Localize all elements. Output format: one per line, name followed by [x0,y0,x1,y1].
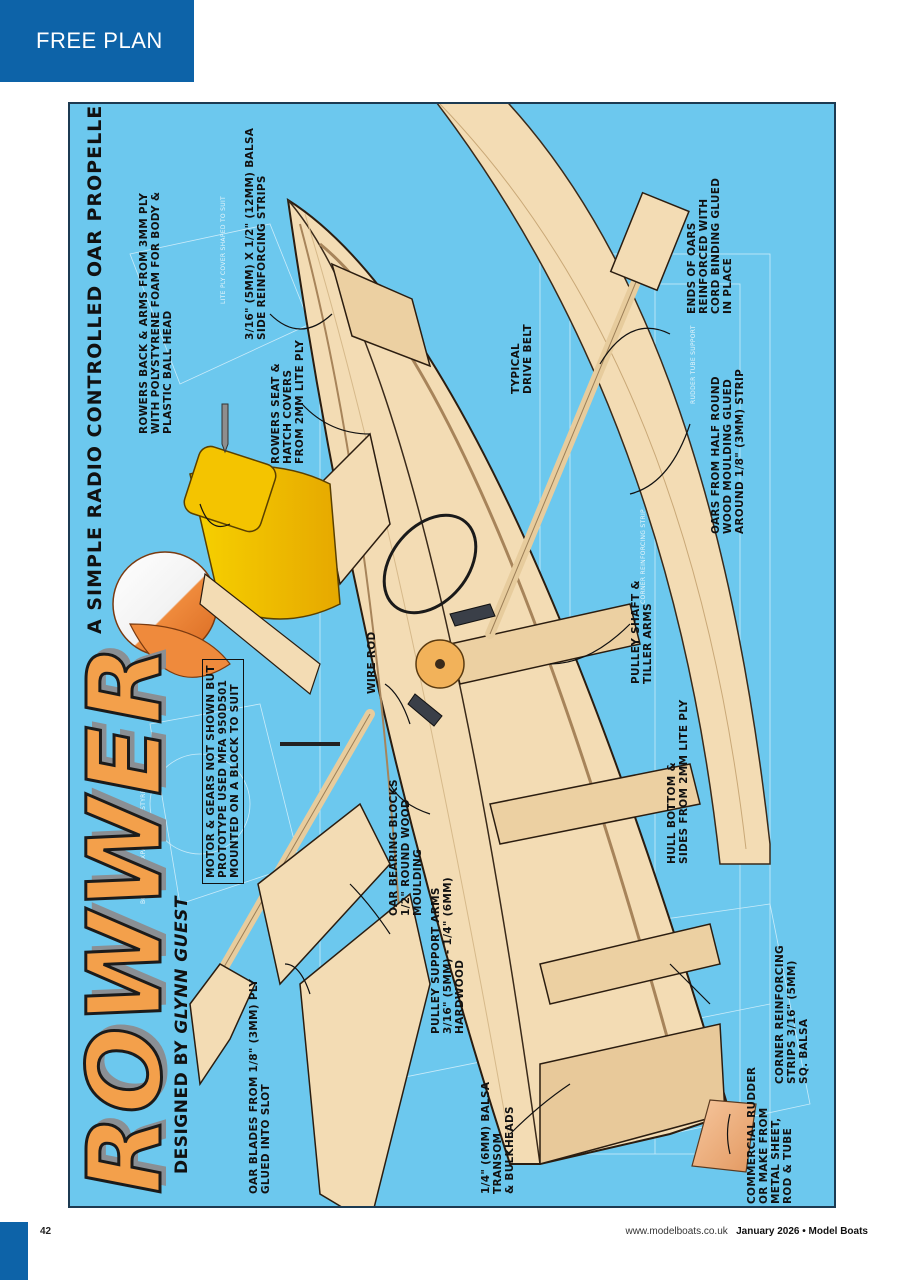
loose-plank-2 [299,892,431,1206]
footer-website: www.modelboats.co.uk [625,1226,728,1237]
designer-prefix: DESIGNED BY [172,1040,192,1174]
callout-drive-belt: Typical drive belt [510,324,534,394]
screw [221,403,229,454]
ghost-label: LITE PLY COVER SHAPED TO SUIT [220,196,227,304]
tiller-arm-2 [407,693,443,727]
section-label: FREE PLAN [36,28,163,53]
callout-rudder: Commercial rudder or make from metal she… [746,1066,794,1204]
callout-pulley-shaft: Pulley shaft & tiller arms [630,580,654,684]
callout-wire-rod: Wire rod [366,631,378,694]
ghost-label: RUDDER TUBE SUPPORT [690,325,697,404]
footer-accent-bar [0,1222,28,1280]
callout-transom: 1/4" (6mm) balsa transom & bulkheads [480,1081,516,1194]
rudder-drawing [691,1099,757,1173]
callout-rowers-back: Rowers back & arms from 3mm ply with pol… [138,191,174,434]
plan-headline: A SIMPLE RADIO CONTROLLED OAR PROPELLED … [84,102,106,634]
callout-oar-bearing: Oar bearing blocks 1/2" round wood mould… [388,779,424,916]
loose-plank-1 [257,802,391,986]
plan-title: ROWWER [68,642,187,1196]
hull-drawing [286,197,732,1165]
designer-name: GLYNN GUEST [172,896,192,1034]
drive-belt [382,513,478,615]
callout-side-strips: 3/16" (5mm) x 1/2" (12mm) balsa side rei… [244,127,268,340]
oar-blade-left [189,963,256,1087]
page-number: 42 [40,1226,52,1237]
callout-ends-of-oars: Ends of oars reinforced with cord bindin… [686,177,734,314]
footer-credit: www.modelboats.co.uk January 2026 • Mode… [625,1226,868,1237]
callout-hull-bottom: Hull bottom & sides from 2mm lite ply [666,699,690,864]
callout-pulley-support: Pulley support arms 3/16" (5mm) - 1/4" (… [430,877,466,1034]
plan-drawing [112,104,811,1206]
callout-corner-strips: Corner reinforcing strips 3/16" (5mm) sq… [774,945,810,1084]
designer-credit: DESIGNED BY GLYNN GUEST [172,896,192,1174]
footer-issue: January 2026 • Model Boats [736,1226,868,1237]
callout-motor-gears: Motor & gears not shown but prototype us… [202,659,244,884]
oar-right-plank [436,104,771,865]
callout-oar-blades: Oar blades from 1/8" (3mm) ply glued int… [248,978,272,1194]
tiller-arm-1 [449,603,496,627]
rower-figure [112,445,341,696]
callout-oars-from: Oars from half round wood moulding glued… [710,368,746,534]
section-tab: FREE PLAN [0,0,194,82]
plan-illustration: LITE PLY COVER SHAPED TO SUIT RUDDER TUB… [68,102,836,1208]
callout-rowers-seat: Rowers seat & hatch covers from 2mm lite… [270,339,306,464]
